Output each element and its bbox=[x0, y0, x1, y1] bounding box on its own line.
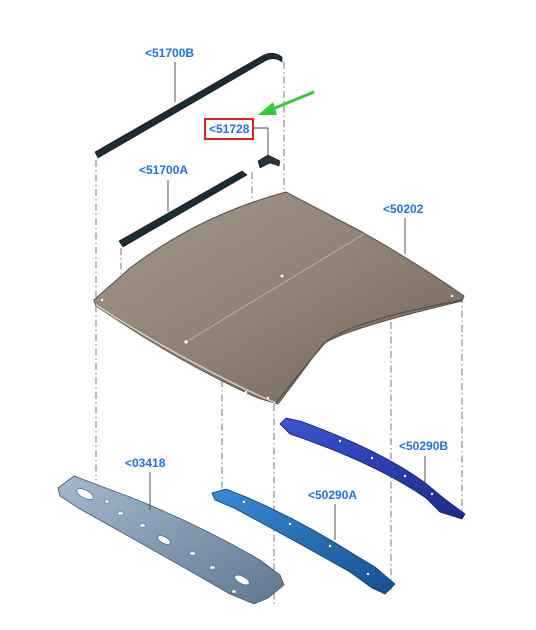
roof-panel-50202 bbox=[93, 191, 465, 405]
roof-bow-50290a bbox=[211, 488, 396, 595]
leader-lines bbox=[149, 62, 426, 540]
front-header-03418 bbox=[57, 475, 285, 605]
roof-bow-50290b bbox=[279, 417, 466, 520]
arrow-icon bbox=[258, 90, 315, 115]
alignment-lines bbox=[95, 62, 463, 605]
callout-50202[interactable]: <50202 bbox=[383, 202, 424, 216]
callout-51700a[interactable]: <51700A bbox=[139, 163, 189, 177]
callout-51728[interactable]: <51728 bbox=[204, 118, 255, 140]
callout-50290b[interactable]: <50290B bbox=[399, 439, 449, 453]
weatherstrip-51700b bbox=[94, 52, 283, 159]
callout-03418[interactable]: <03418 bbox=[125, 456, 166, 470]
bracket-51728 bbox=[257, 154, 281, 169]
callout-51700b[interactable]: <51700B bbox=[145, 46, 195, 60]
weatherstrip-51700a bbox=[118, 170, 248, 248]
callout-50290a[interactable]: <50290A bbox=[308, 488, 358, 502]
